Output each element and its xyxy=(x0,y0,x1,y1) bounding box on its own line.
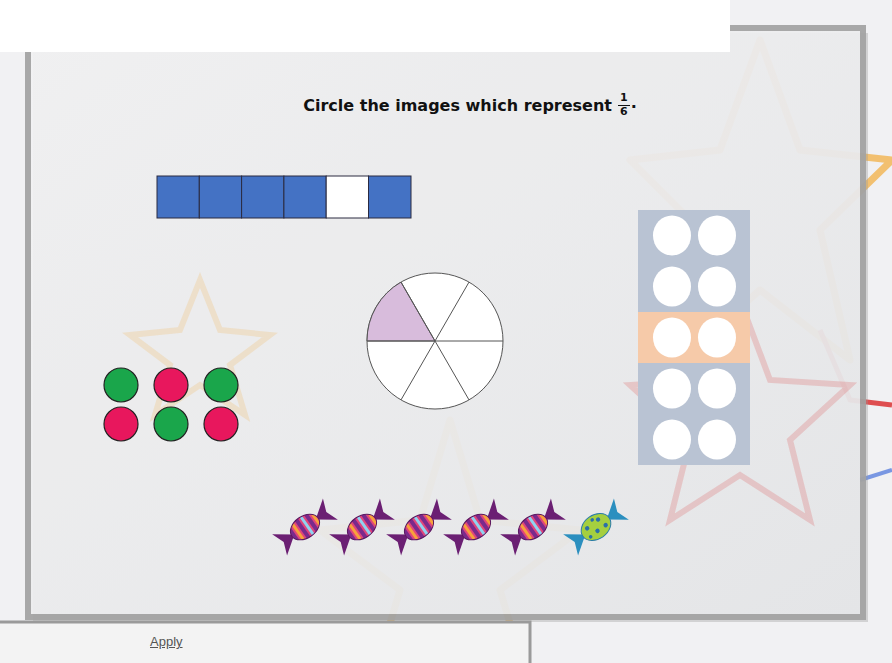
heading-period: . xyxy=(631,93,637,118)
heading-text: Circle the images which represent xyxy=(303,96,612,115)
next-section-tab: Apply xyxy=(150,634,183,649)
fraction-denominator: 6 xyxy=(618,106,630,119)
fraction-numerator: 1 xyxy=(618,92,630,106)
fraction: 16 xyxy=(618,92,630,118)
slide-heading: Circle the images which represent 16. xyxy=(240,92,700,118)
